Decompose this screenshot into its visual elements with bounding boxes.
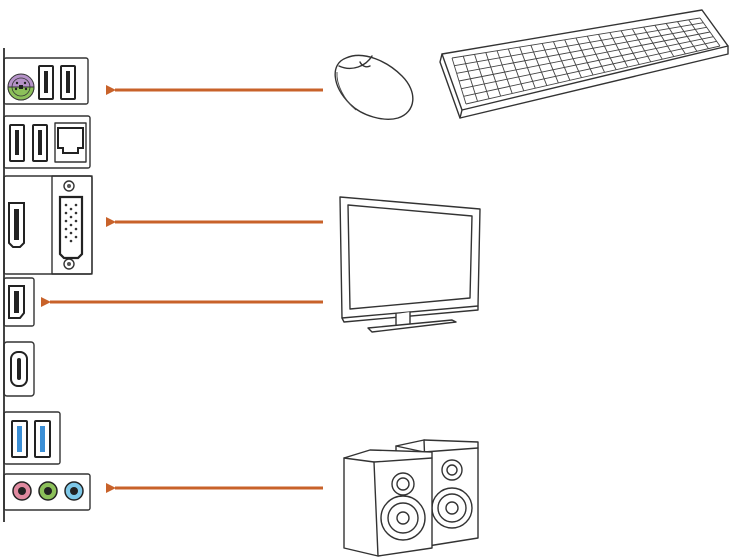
audio-block xyxy=(4,474,90,510)
usb3-port-icon[interactable] xyxy=(35,421,50,457)
connection-arrows xyxy=(50,90,323,488)
mouse-icon xyxy=(335,55,413,119)
usb3-block xyxy=(4,412,60,464)
usb-port-icon[interactable] xyxy=(33,125,47,161)
monitor-icon xyxy=(340,197,480,332)
lan-port-icon[interactable] xyxy=(55,123,86,162)
usb-c-port-icon[interactable] xyxy=(11,352,27,386)
audio-jack-icon[interactable] xyxy=(13,482,31,500)
usb-lan-block xyxy=(4,116,90,168)
io-panel xyxy=(4,48,92,522)
usb3-port-icon[interactable] xyxy=(12,421,27,457)
usb-port-icon[interactable] xyxy=(39,66,53,99)
usb-port-icon[interactable] xyxy=(10,125,24,161)
ps2-usb-block xyxy=(4,58,88,104)
speakers-icon xyxy=(344,440,478,556)
audio-jack-icon[interactable] xyxy=(65,482,83,500)
keyboard-icon xyxy=(440,10,728,118)
displayport-block xyxy=(4,278,34,326)
audio-jack-icon[interactable] xyxy=(39,482,57,500)
hdmi-port-icon[interactable] xyxy=(9,203,24,247)
ps2-port-icon[interactable] xyxy=(8,74,34,100)
video-block xyxy=(4,176,92,274)
usb-c-block xyxy=(4,342,34,396)
usb-port-icon[interactable] xyxy=(61,66,75,99)
vga-port-icon[interactable] xyxy=(60,181,82,269)
displayport-icon[interactable] xyxy=(9,286,24,318)
